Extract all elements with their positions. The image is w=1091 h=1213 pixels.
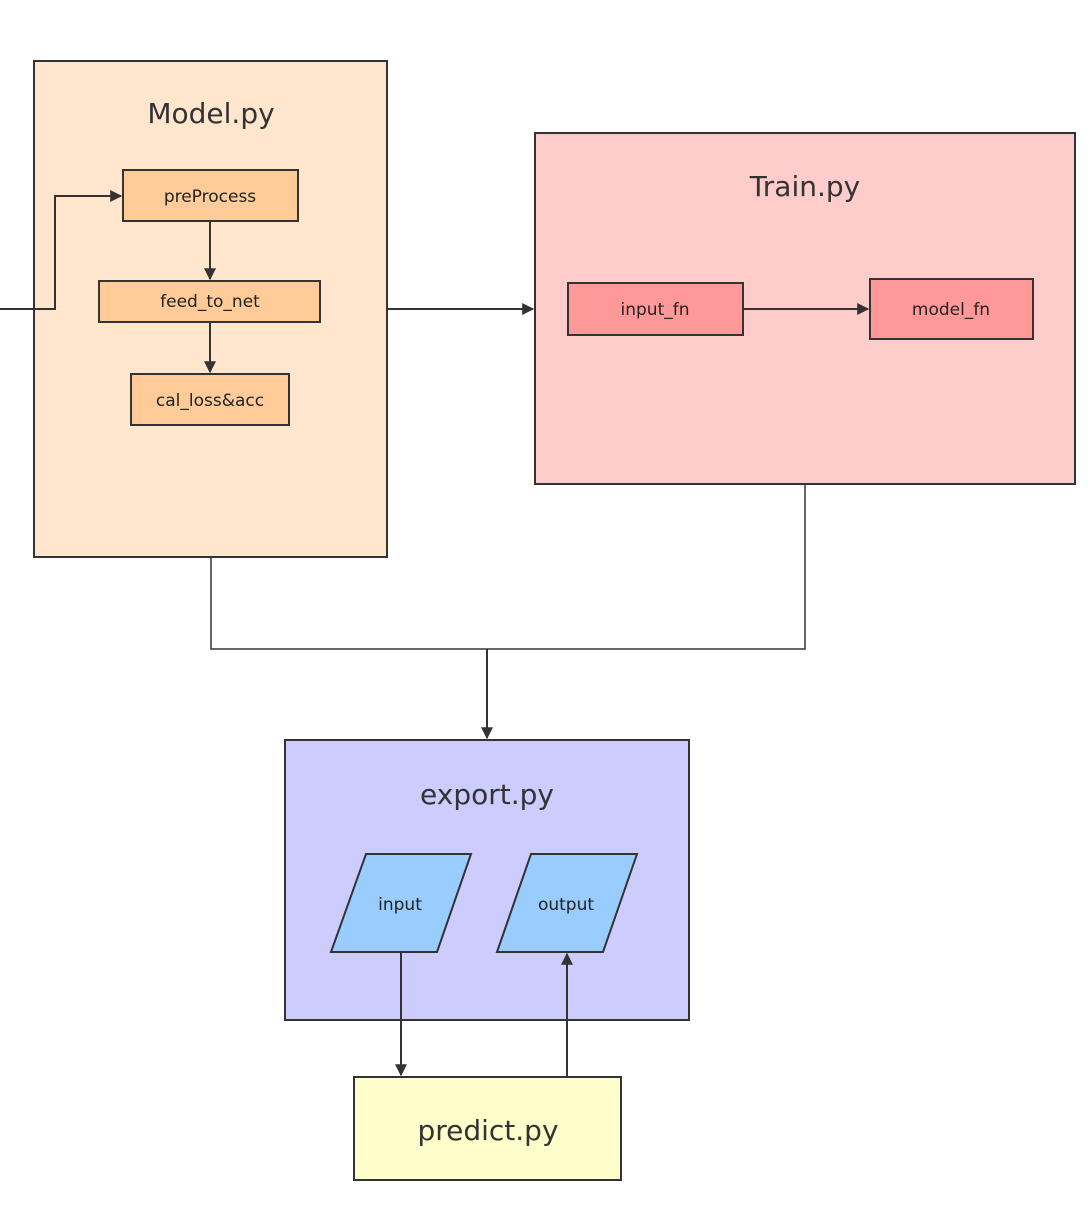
predict-py-container: predict.py	[353, 1076, 622, 1181]
model-fn-box	[869, 278, 1034, 340]
preprocess-node: preProcess	[122, 169, 299, 222]
export-py-container: export.py	[284, 739, 690, 1021]
feed-to-net-label: feed_to_net	[160, 292, 260, 312]
feed-to-net-node: feed_to_net	[98, 280, 321, 323]
input-parallelogram	[329, 853, 473, 953]
input-fn-label: input_fn	[621, 300, 690, 320]
input-fn-node: input_fn	[567, 282, 744, 336]
cal-loss-acc-node: cal_loss&acc	[130, 373, 290, 426]
output-node: output	[495, 853, 639, 953]
input-fn-box	[567, 282, 744, 336]
input-node: input	[329, 853, 473, 953]
preprocess-label: preProcess	[164, 187, 256, 207]
model-fn-node: model_fn	[869, 278, 1034, 340]
edge-external-to-preprocess	[0, 190, 123, 310]
cal-loss-acc-box	[130, 373, 290, 426]
train-py-title: Train.py	[749, 170, 860, 203]
output-parallelogram	[495, 853, 639, 953]
predict-py-box	[353, 1076, 622, 1181]
cal-loss-acc-label: cal_loss&acc	[156, 391, 264, 411]
model-fn-label: model_fn	[912, 300, 990, 320]
export-py-title: export.py	[420, 778, 554, 811]
edge-model-to-merge	[210, 484, 806, 650]
output-label: output	[538, 895, 594, 915]
input-label: input	[378, 895, 422, 915]
model-py-title: Model.py	[147, 97, 274, 130]
predict-py-title: predict.py	[417, 1114, 558, 1147]
